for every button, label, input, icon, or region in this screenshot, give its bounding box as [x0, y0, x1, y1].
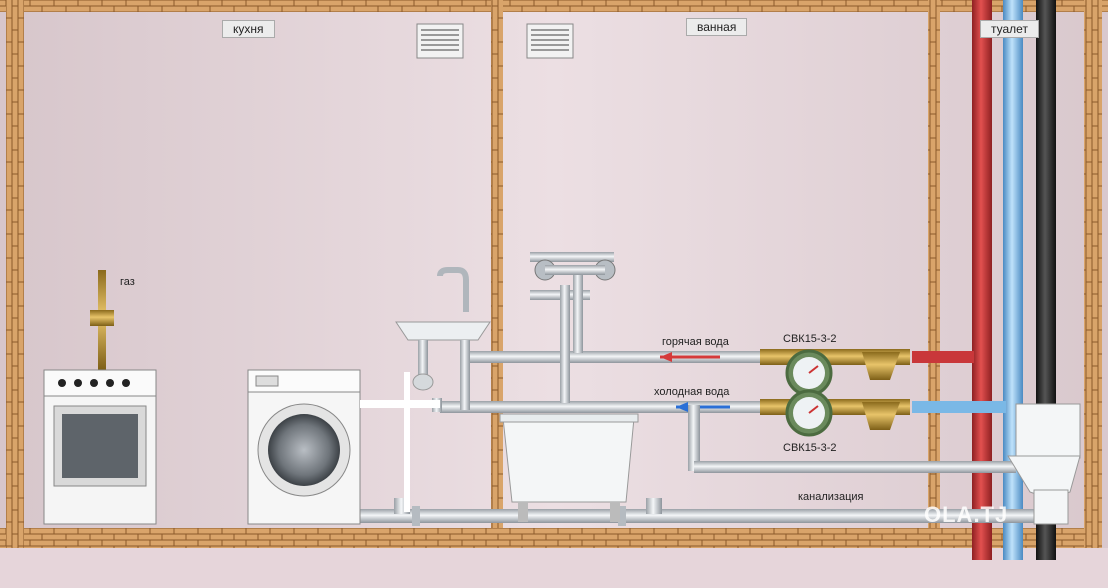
- floor-bricks: [0, 528, 1090, 548]
- room-label-kitchen: кухня: [222, 20, 275, 38]
- sewer-label: канализация: [798, 491, 864, 503]
- watermark: OLA.TJ: [924, 502, 1009, 527]
- hot-flow-arrow: [660, 352, 672, 362]
- bathtub: [499, 413, 639, 522]
- room-label-toilet: туалет: [980, 20, 1039, 38]
- bath-mixer: [530, 252, 616, 403]
- sewer-pipe: [360, 498, 1040, 526]
- hot-water-pipe: [470, 351, 974, 363]
- hot-water-label: горячая вода: [662, 336, 729, 348]
- hot-water-riser: [972, 0, 992, 560]
- cold-water-label: холодная вода: [654, 386, 730, 398]
- toilet: [1007, 403, 1081, 525]
- hot-filter: [862, 352, 900, 380]
- meter-top-label: СВК15-3-2: [783, 333, 837, 345]
- cold-filter: [862, 402, 900, 430]
- partition-kitchen-bath: [491, 0, 503, 528]
- cold-water-pipe: [440, 401, 1016, 473]
- room-label-bathroom: ванная: [686, 18, 748, 36]
- vent-grille-kitchen: [416, 23, 464, 59]
- vent-grille-bathroom: [526, 23, 574, 59]
- cold-water-meter: [760, 389, 910, 437]
- ceiling-bricks: [0, 0, 1108, 12]
- gas-label: газ: [120, 276, 135, 288]
- hot-water-meter: [760, 349, 910, 397]
- cold-flow-arrow: [676, 402, 688, 412]
- meter-bottom-label: СВК15-3-2: [783, 442, 837, 454]
- left-wall-bricks: [6, 0, 24, 548]
- gas-pipe: [90, 270, 114, 370]
- partition-bath-toilet: [928, 0, 940, 528]
- gas-stove: [43, 369, 157, 525]
- right-wall-bricks: [1084, 0, 1102, 548]
- washing-machine: [247, 369, 440, 525]
